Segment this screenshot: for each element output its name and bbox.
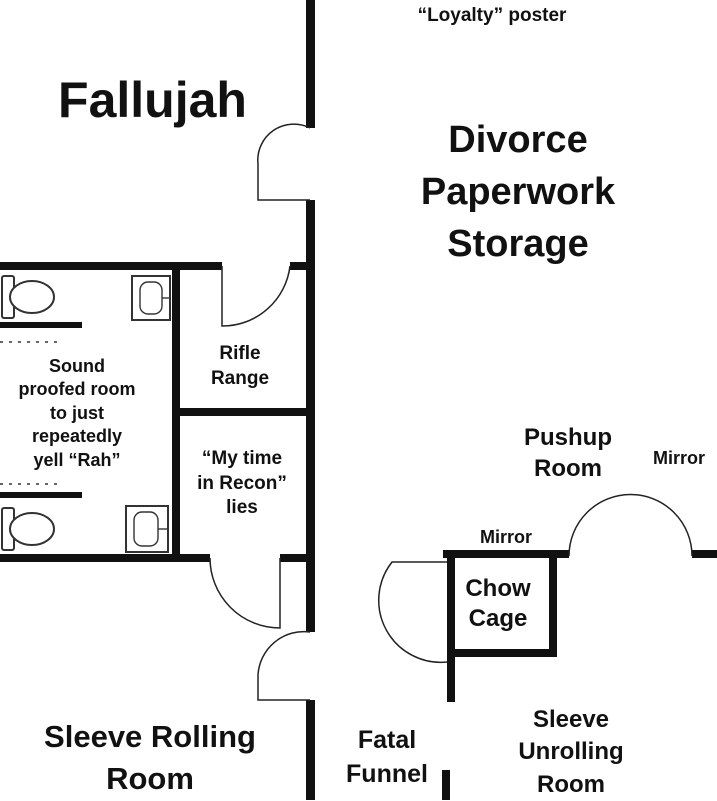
- label-pushup-room: Pushup Room: [524, 424, 612, 483]
- door-sleeve-rolling[interactable]: [257, 630, 311, 701]
- label-fatal-funnel: Fatal Funnel: [346, 726, 428, 788]
- wall-cage-bottom: [447, 649, 557, 657]
- sink-icon: [131, 275, 171, 321]
- wall-main-middle: [306, 200, 315, 632]
- label-fallujah: Fallujah: [58, 72, 247, 128]
- wall-cage-left: [447, 550, 455, 702]
- door-right-room[interactable]: [568, 493, 693, 557]
- door-recon[interactable]: [209, 557, 281, 629]
- wall-mirror-left: [443, 550, 569, 558]
- wall-rifle-divider: [176, 408, 308, 416]
- wall-stall-top: [0, 322, 82, 328]
- wall-bath-top-right: [290, 262, 308, 270]
- wall-bath-top: [0, 262, 222, 270]
- toilet-icon: [1, 507, 55, 551]
- label-my-time-in-recon: “My time in Recon” lies: [197, 448, 287, 519]
- door-rifle-range[interactable]: [221, 265, 291, 327]
- toilet-icon: [1, 275, 55, 319]
- label-sleeve-unrolling-room: Sleeve Unrolling Room: [518, 706, 624, 798]
- door-fallujah[interactable]: [257, 123, 311, 201]
- wall-funnel-divider: [442, 770, 450, 800]
- label-sound-proofed-room: Sound proofed room to just repeatedly ye…: [18, 356, 136, 470]
- label-divorce-paperwork-storage: Divorce Paperwork Storage: [420, 119, 616, 266]
- wall-main-upper: [306, 0, 315, 128]
- label-mirror-right: Mirror: [652, 448, 705, 468]
- label-rifle-range: Rifle Range: [210, 343, 270, 389]
- sink-icon: [125, 505, 169, 553]
- wall-stall-bottom: [0, 492, 82, 498]
- label-loyalty-poster: “Loyalty” poster: [417, 5, 567, 26]
- label-mirror-center: Mirror: [479, 527, 532, 547]
- door-chow-cage[interactable]: [378, 561, 448, 664]
- wall-mirror-right: [692, 550, 717, 558]
- label-sleeve-rolling-room: Sleeve Rolling Room: [44, 719, 256, 796]
- wall-cage-right: [549, 550, 557, 657]
- wall-main-lower: [306, 700, 315, 800]
- wall-bath-bottom-right: [280, 554, 308, 562]
- label-chow-cage: Chow Cage: [465, 575, 531, 633]
- wall-bath-bottom: [0, 554, 210, 562]
